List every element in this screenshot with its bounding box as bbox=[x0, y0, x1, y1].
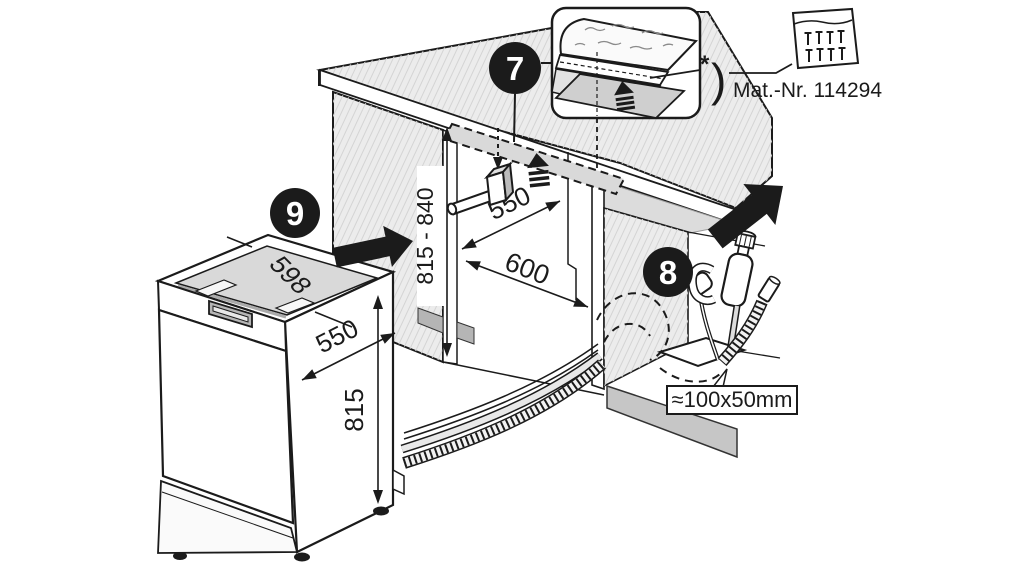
dishwasher-foot bbox=[294, 552, 310, 562]
countertop-cross-section bbox=[559, 17, 698, 72]
cutout-label: ≈100x50mm bbox=[666, 368, 798, 415]
chipboard-texture bbox=[574, 23, 674, 50]
niche-back-edge bbox=[567, 152, 577, 300]
steam-protection-strip-icon bbox=[614, 81, 636, 112]
hose-connector-icon bbox=[757, 275, 781, 303]
base-block-right bbox=[456, 321, 475, 345]
step-9-number: 9 bbox=[286, 195, 304, 232]
push-direction-arrow-icon bbox=[707, 183, 783, 249]
hidden-hose-routing-dashed bbox=[596, 292, 721, 383]
step-badge-9: 9 bbox=[270, 188, 320, 238]
detail-inset bbox=[550, 6, 702, 120]
screw-bag-icon bbox=[791, 7, 860, 70]
dishwasher-kick-panel bbox=[157, 479, 299, 554]
niche-width-dimension: 600 bbox=[465, 247, 589, 308]
niche-left-wall bbox=[442, 128, 458, 365]
appliance-height-text: 815 bbox=[339, 388, 369, 431]
water-hose bbox=[400, 352, 603, 454]
footnote-marker: * bbox=[700, 51, 710, 78]
niche-height-dimension: 815 - 840 bbox=[412, 127, 452, 357]
dishwasher-side-panel bbox=[283, 270, 395, 554]
steam-protection-strip-icon bbox=[527, 153, 550, 188]
step-badge-7: 7 bbox=[489, 42, 552, 143]
hammer-icon bbox=[446, 128, 515, 216]
power-cable bbox=[403, 343, 599, 434]
screws bbox=[804, 30, 846, 62]
step-badge-8: 8 bbox=[643, 247, 693, 297]
dishwasher-foot bbox=[173, 552, 187, 560]
footnote: * ) Mat.-Nr. 114294 bbox=[649, 51, 882, 106]
strip-on-counter-underside bbox=[554, 73, 686, 118]
dishwasher-top-panel bbox=[173, 245, 380, 316]
dishwasher bbox=[154, 233, 405, 562]
niche-height-text: 815 - 840 bbox=[412, 187, 438, 284]
material-number-text: Mat.-Nr. 114294 bbox=[733, 79, 882, 102]
step-8-number: 8 bbox=[659, 254, 677, 291]
dishwasher-foot bbox=[373, 506, 389, 516]
insert-direction-arrow-icon bbox=[332, 225, 413, 268]
service-cutout-hole bbox=[656, 336, 748, 368]
floor-hoses bbox=[400, 343, 606, 469]
step-7-number: 7 bbox=[506, 50, 524, 87]
appliance-height-dimension: 815 bbox=[339, 295, 383, 504]
cutout-dimension-text: ≈100x50mm bbox=[672, 387, 793, 412]
dishwasher-door bbox=[157, 308, 295, 525]
base-block-left bbox=[417, 307, 444, 334]
niche-width-text: 600 bbox=[501, 247, 554, 291]
footnote-paren: ) bbox=[711, 54, 726, 106]
